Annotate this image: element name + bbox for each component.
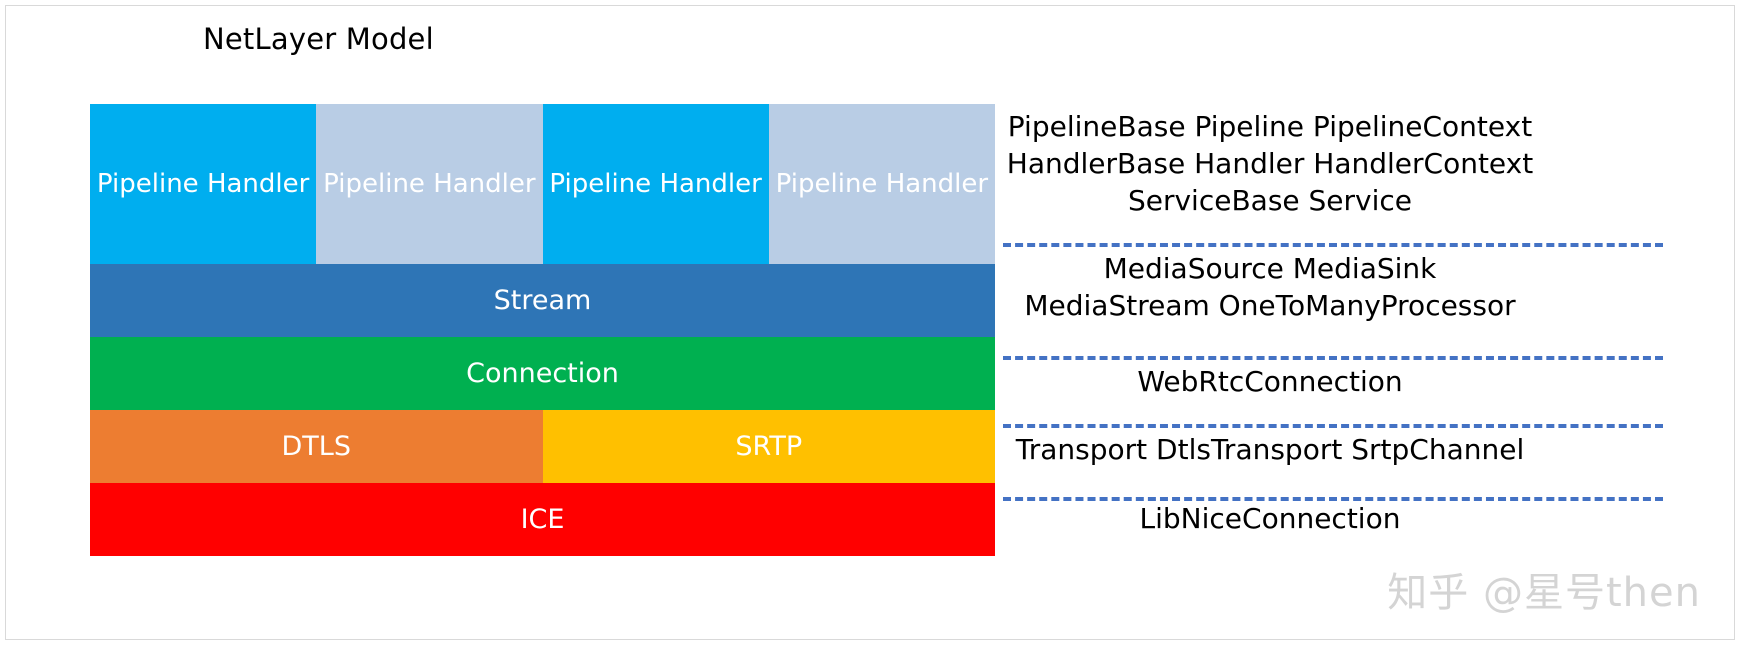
annotation-media: MediaSource MediaSink MediaStream OneToM… (960, 250, 1580, 324)
layer-stack: Pipeline Handler Pipeline Handler Pipeli… (90, 104, 995, 556)
divider-line-1 (1003, 243, 1663, 247)
srtp-layer[interactable]: SRTP (542, 410, 995, 483)
pipeline-handler-row: Pipeline Handler Pipeline Handler Pipeli… (90, 104, 995, 264)
annotation-media-line-1: MediaSource MediaSink (1103, 252, 1437, 285)
zhihu-watermark: 知乎 @星号then (1387, 570, 1701, 616)
pipeline-handler-cell-1[interactable]: Pipeline Handler (90, 104, 317, 264)
divider-line-2 (1003, 356, 1663, 360)
annotation-pipeline-line-1: PipelineBase Pipeline PipelineContext (1007, 110, 1533, 143)
pipeline-word-3: Pipeline (549, 168, 652, 199)
handler-word-3: Handler (659, 168, 762, 199)
connection-layer-label: Connection (466, 358, 619, 389)
pipeline-handler-label-2: Pipeline Handler (323, 167, 535, 201)
annotation-libnice-line-1: LibNiceConnection (1139, 502, 1401, 535)
pipeline-handler-cell-3[interactable]: Pipeline Handler (542, 104, 769, 264)
pipeline-handler-label-1: Pipeline Handler (97, 167, 309, 201)
srtp-layer-label: SRTP (735, 431, 803, 462)
annotation-media-line-2: MediaStream OneToManyProcessor (1024, 289, 1516, 323)
pipeline-handler-cell-2[interactable]: Pipeline Handler (316, 104, 543, 264)
pipeline-word-4: Pipeline (775, 168, 878, 199)
pipeline-handler-label-4: Pipeline Handler (776, 167, 988, 201)
pipeline-handler-cell-4[interactable]: Pipeline Handler (768, 104, 995, 264)
dtls-srtp-row: DTLS SRTP (90, 410, 995, 483)
connection-layer[interactable]: Connection (90, 337, 995, 410)
ice-layer[interactable]: ICE (90, 483, 995, 556)
outer-frame (5, 5, 1735, 640)
dtls-layer-label: DTLS (281, 431, 351, 462)
handler-word-1: Handler (206, 168, 310, 199)
pipeline-handler-label-3: Pipeline Handler (549, 167, 761, 201)
ice-layer-label: ICE (520, 504, 565, 535)
handler-word-2: Handler (433, 168, 536, 199)
annotation-pipeline: PipelineBase Pipeline PipelineContext Ha… (960, 108, 1580, 220)
annotation-transport-line-1: Transport DtlsTransport SrtpChannel (1015, 433, 1525, 466)
annotation-webrtc-line-1: WebRtcConnection (1137, 365, 1403, 398)
pipeline-word-2: Pipeline (323, 168, 425, 199)
annotation-pipeline-line-2: HandlerBase Handler HandlerContext (1006, 147, 1534, 181)
divider-line-3 (1003, 424, 1663, 428)
annotation-pipeline-line-3: ServiceBase Service (1127, 184, 1413, 218)
stream-layer-label: Stream (493, 285, 592, 316)
page-title: NetLayer Model (203, 22, 434, 56)
dtls-layer[interactable]: DTLS (90, 410, 543, 483)
annotation-webrtc: WebRtcConnection (960, 363, 1580, 400)
divider-line-4 (1003, 497, 1663, 501)
annotation-transport: Transport DtlsTransport SrtpChannel (960, 431, 1580, 468)
annotation-libnice: LibNiceConnection (960, 500, 1580, 537)
pipeline-word-1: Pipeline (96, 168, 199, 199)
handler-word-4: Handler (885, 168, 989, 199)
stream-layer[interactable]: Stream (90, 264, 995, 337)
